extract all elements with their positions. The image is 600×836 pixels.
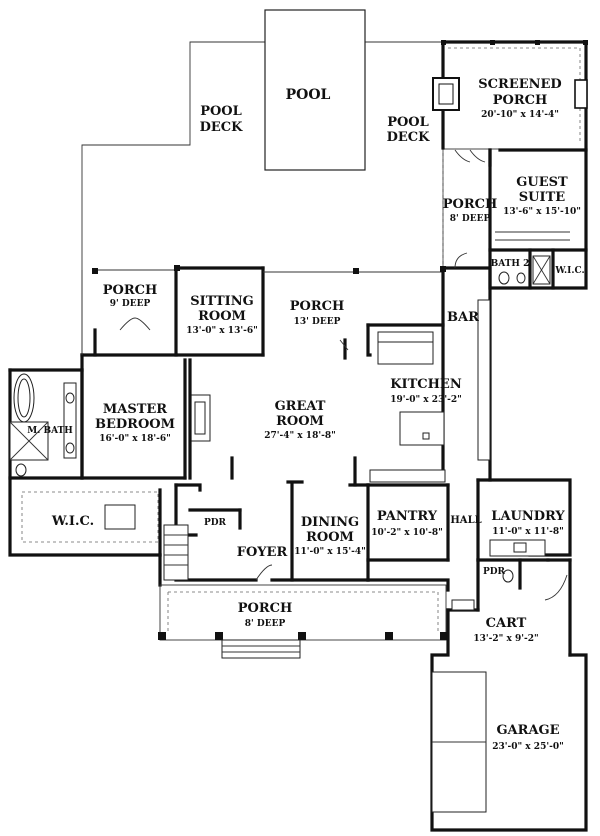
guest-suite-label: GUEST (516, 175, 568, 190)
pool-deck-left-label: POOL (200, 104, 242, 119)
sitting-room-dims: 13'-0" x 13'-6" (186, 326, 258, 336)
sitting-room-label-2: ROOM (198, 309, 246, 324)
master-bedroom-label-2: BEDROOM (95, 417, 175, 432)
pool-deck-right-label-2: DECK (387, 130, 431, 145)
wic-small-label: W.I.C. (554, 266, 584, 276)
front-porch (158, 553, 450, 659)
center-porch-label: PORCH (290, 299, 345, 314)
bar-label: BAR (447, 310, 479, 325)
front-porch-label: PORCH (238, 601, 293, 616)
service-walls (366, 478, 572, 612)
dining-room-dims: 11'-0" x 15'-4" (294, 547, 366, 557)
master-walls (80, 358, 211, 480)
misc-posts (92, 265, 446, 274)
master-bath-fixtures (9, 373, 77, 477)
room-labels: POOL POOL DECK POOL DECK SCREENED PORCH … (27, 77, 584, 752)
left-porch-depth: 9' DEEP (110, 299, 151, 309)
front-porch-depth: 8' DEEP (245, 619, 286, 629)
screened-porch-dims: 20'-10" x 14'-4" (481, 110, 559, 120)
pantry-dims: 10'-2" x 10'-8" (371, 528, 443, 538)
guest-suite-label-2: SUITE (519, 190, 565, 205)
pool-deck-left-label-2: DECK (200, 120, 244, 135)
fireplace-porch (432, 77, 460, 111)
garage-label: GARAGE (496, 723, 559, 738)
stairs (163, 524, 189, 581)
great-room-label-2: ROOM (276, 414, 324, 429)
laundry-dims: 11'-0" x 11'-8" (492, 527, 564, 537)
master-bedroom-label: MASTER (103, 402, 167, 417)
master-bath-label: M. BATH (27, 426, 73, 436)
screened-porch-label: SCREENED (478, 77, 561, 92)
screened-porch-label-2: PORCH (493, 93, 548, 108)
foyer-label: FOYER (237, 545, 288, 560)
door-swings (119, 252, 468, 581)
pool-basin (264, 9, 366, 171)
side-porch-depth: 8' DEEP (450, 214, 491, 224)
guest-suite-dims: 13'-6" x 15'-10" (503, 207, 581, 217)
pantry-label: PANTRY (377, 509, 438, 524)
garage-dims: 23'-0" x 25'-0" (492, 742, 564, 752)
laundry-label: LAUNDRY (491, 509, 565, 524)
center-porch-depth: 13' DEEP (294, 317, 341, 327)
kitchen-fixtures (343, 299, 491, 487)
pool-deck-right-label: POOL (387, 115, 429, 130)
porch-posts (441, 40, 588, 45)
door-swing-porch (454, 149, 486, 163)
kitchen-label: KITCHEN (390, 377, 462, 392)
cart-dims: 13'-2" x 9'-2" (473, 634, 538, 644)
pdr-left-label: PDR (204, 518, 227, 528)
hall-label: HALL (450, 515, 481, 526)
master-wic-label: W.I.C. (51, 514, 94, 529)
sitting-room-label: SITTING (190, 294, 253, 309)
pdr-right-label: PDR (483, 567, 506, 577)
garage-walls (430, 558, 588, 832)
left-porch-label: PORCH (103, 283, 158, 298)
bath2-label: BATH 2 (491, 259, 530, 269)
cart-label: CART (486, 616, 527, 631)
dining-room-label: DINING (301, 515, 359, 530)
grill-porch (574, 79, 588, 109)
master-bedroom-dims: 16'-0" x 18'-6" (99, 434, 171, 444)
great-room-dims: 27'-4" x 18'-8" (264, 431, 336, 441)
dining-room-label-2: ROOM (306, 530, 354, 545)
pool-label: POOL (286, 87, 331, 103)
side-porch-label: PORCH (443, 197, 498, 212)
kitchen-dims: 19'-0" x 23'-2" (390, 395, 462, 405)
master-wic (21, 488, 162, 557)
great-room-label: GREAT (275, 399, 326, 414)
